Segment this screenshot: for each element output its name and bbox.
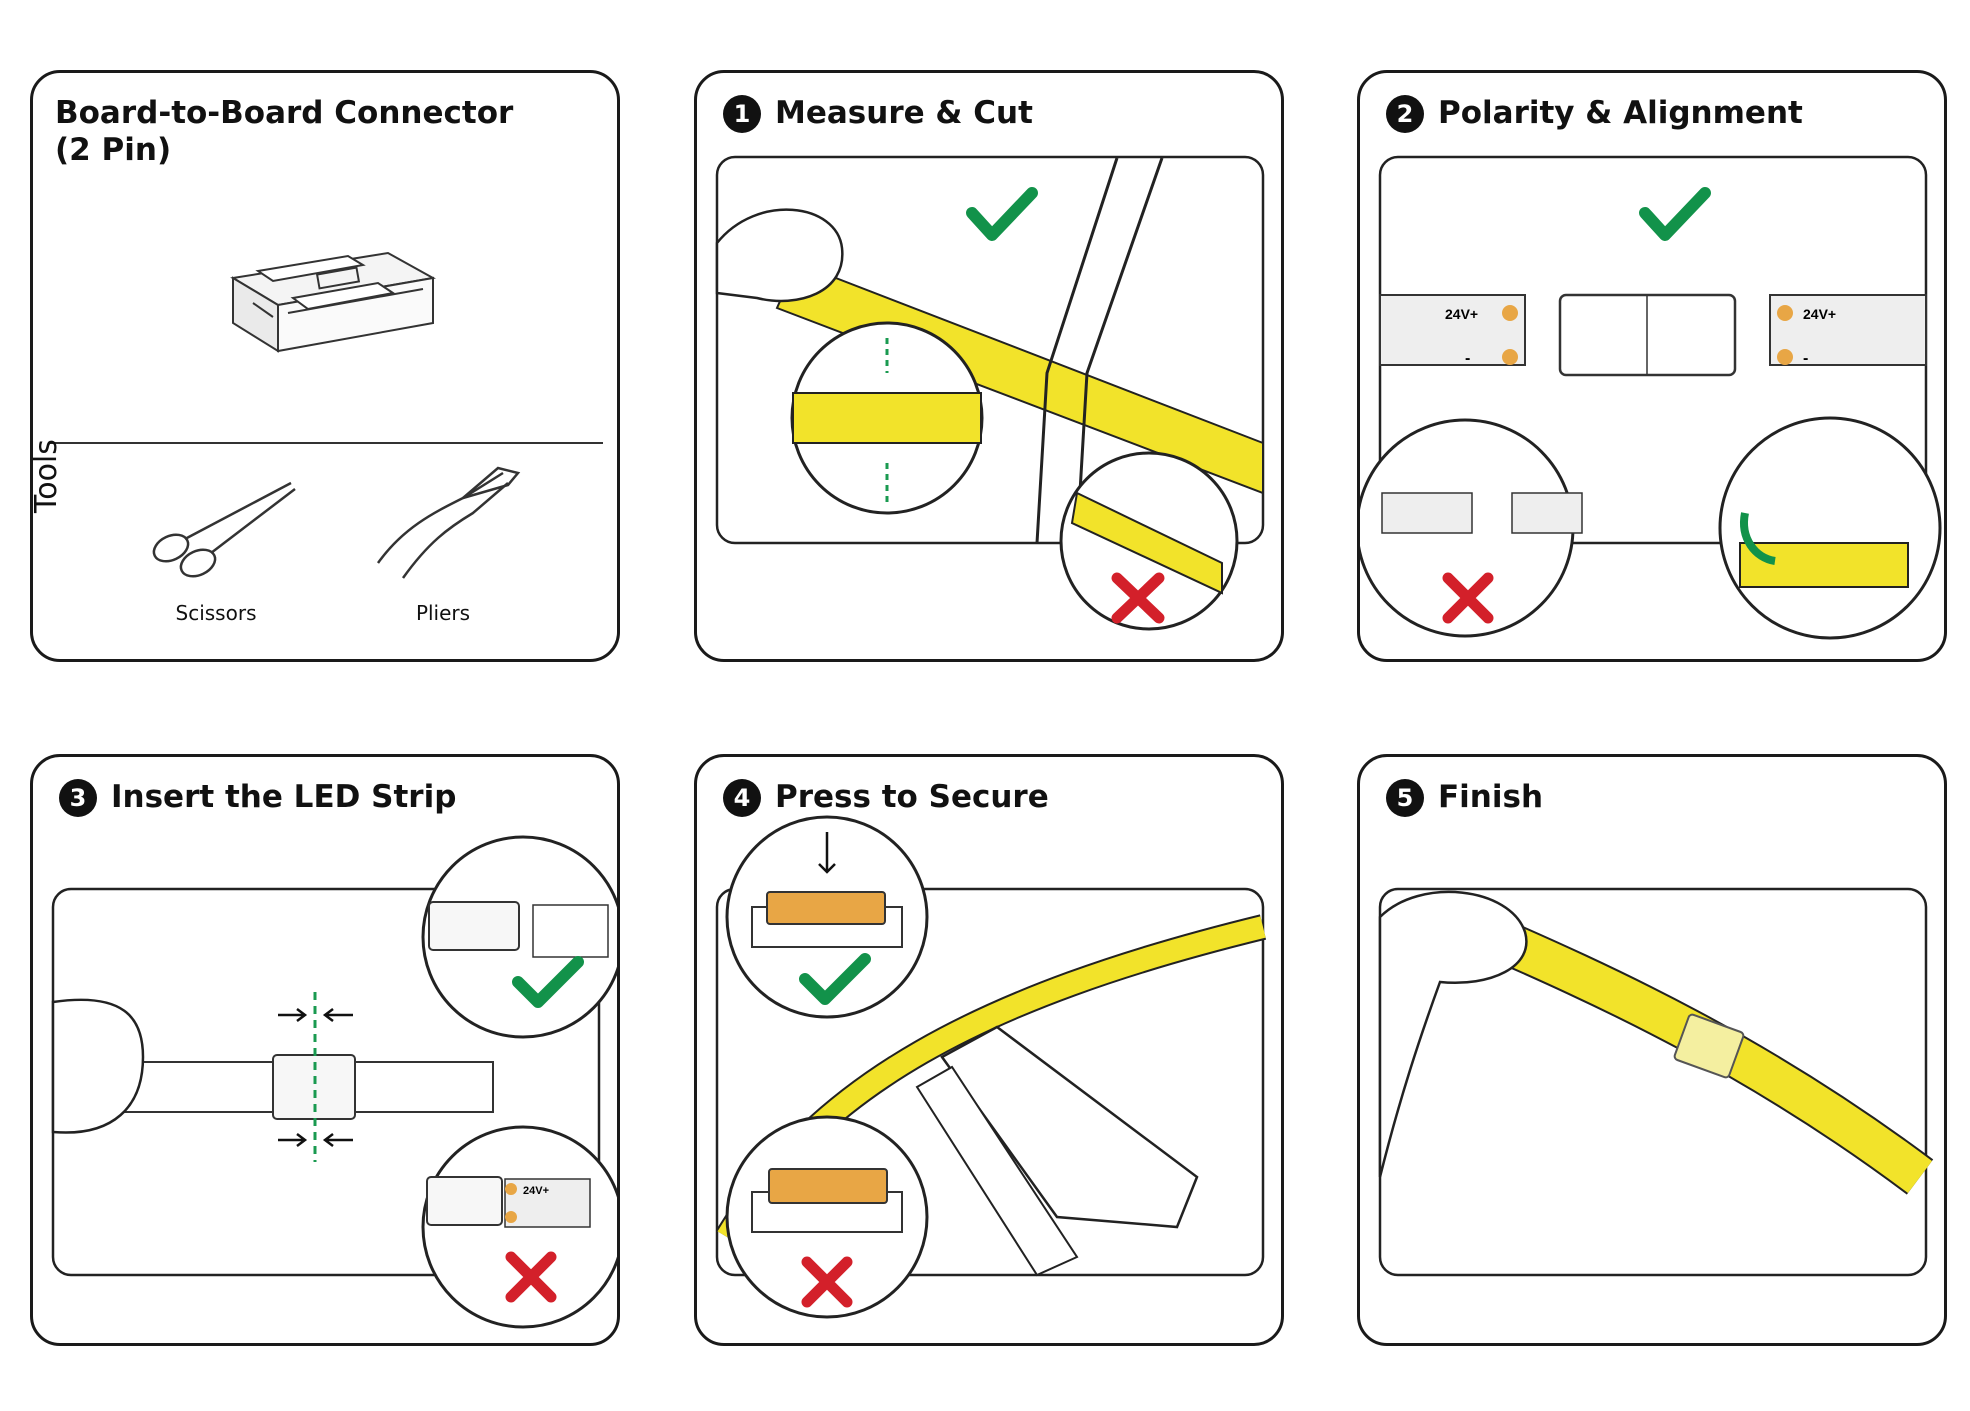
step2-number: 2 bbox=[1386, 95, 1424, 133]
step5-title-text: Finish bbox=[1438, 779, 1544, 815]
correct-check-icon bbox=[512, 956, 584, 1008]
wrong-cross-icon bbox=[801, 1256, 853, 1308]
step2-title: 2 Polarity & Alignment bbox=[1386, 95, 1803, 133]
step5-title: 5 Finish bbox=[1386, 779, 1543, 817]
step2-illustration: 24V+ - 24V+ - bbox=[1360, 155, 1942, 640]
step2-right-pos-label: 24V+ bbox=[1803, 306, 1836, 322]
step1-title-text: Measure & Cut bbox=[775, 95, 1033, 131]
step3-pos-label: 24V+ bbox=[523, 1185, 549, 1197]
step4-illustration bbox=[715, 815, 1267, 1319]
connector-illustration bbox=[48, 251, 603, 579]
step5-illustration bbox=[1378, 887, 1934, 1277]
intro-panel: Board-to-Board Connector (2 Pin) Tool bbox=[30, 70, 620, 662]
tool-label-scissors: Scissors bbox=[175, 601, 257, 625]
step2-right-neg-label: - bbox=[1803, 350, 1808, 367]
wrong-cross-icon bbox=[505, 1251, 557, 1303]
tool-label-pliers: Pliers bbox=[415, 601, 471, 625]
correct-check-icon bbox=[1639, 187, 1711, 241]
step2-panel: 2 Polarity & Alignment 24V+ - 24V+ - bbox=[1357, 70, 1947, 662]
wrong-cross-icon bbox=[1111, 572, 1165, 624]
step3-title-text: Insert the LED Strip bbox=[111, 779, 457, 815]
step3-title: 3 Insert the LED Strip bbox=[59, 779, 456, 817]
intro-title: Board-to-Board Connector (2 Pin) bbox=[55, 95, 514, 168]
step1-panel: 1 Measure & Cut bbox=[694, 70, 1284, 662]
step2-left-neg-label: - bbox=[1465, 350, 1470, 367]
wrong-cross-icon bbox=[1442, 572, 1494, 624]
step5-number: 5 bbox=[1386, 779, 1424, 817]
step1-title: 1 Measure & Cut bbox=[723, 95, 1033, 133]
step3-number: 3 bbox=[59, 779, 97, 817]
step1-number: 1 bbox=[723, 95, 761, 133]
pliers-icon bbox=[376, 466, 521, 579]
step2-left-pos-label: 24V+ bbox=[1445, 306, 1478, 322]
scissors-icon bbox=[152, 481, 296, 578]
rotate-arrow-icon bbox=[1740, 512, 1776, 565]
step2-title-text: Polarity & Alignment bbox=[1438, 95, 1803, 131]
step1-illustration bbox=[715, 155, 1265, 631]
step4-number: 4 bbox=[723, 779, 761, 817]
correct-check-icon bbox=[966, 187, 1038, 241]
tools-label: Tools bbox=[30, 439, 64, 513]
correct-check-icon bbox=[799, 953, 871, 1005]
step3-illustration: 24V+ bbox=[51, 835, 617, 1329]
step4-title-text: Press to Secure bbox=[775, 779, 1049, 815]
step5-panel: 5 Finish bbox=[1357, 754, 1947, 1346]
step3-panel: 3 Insert the LED Strip 24V+ bbox=[30, 754, 620, 1346]
step4-title: 4 Press to Secure bbox=[723, 779, 1049, 817]
step4-panel: 4 Press to Secure bbox=[694, 754, 1284, 1346]
